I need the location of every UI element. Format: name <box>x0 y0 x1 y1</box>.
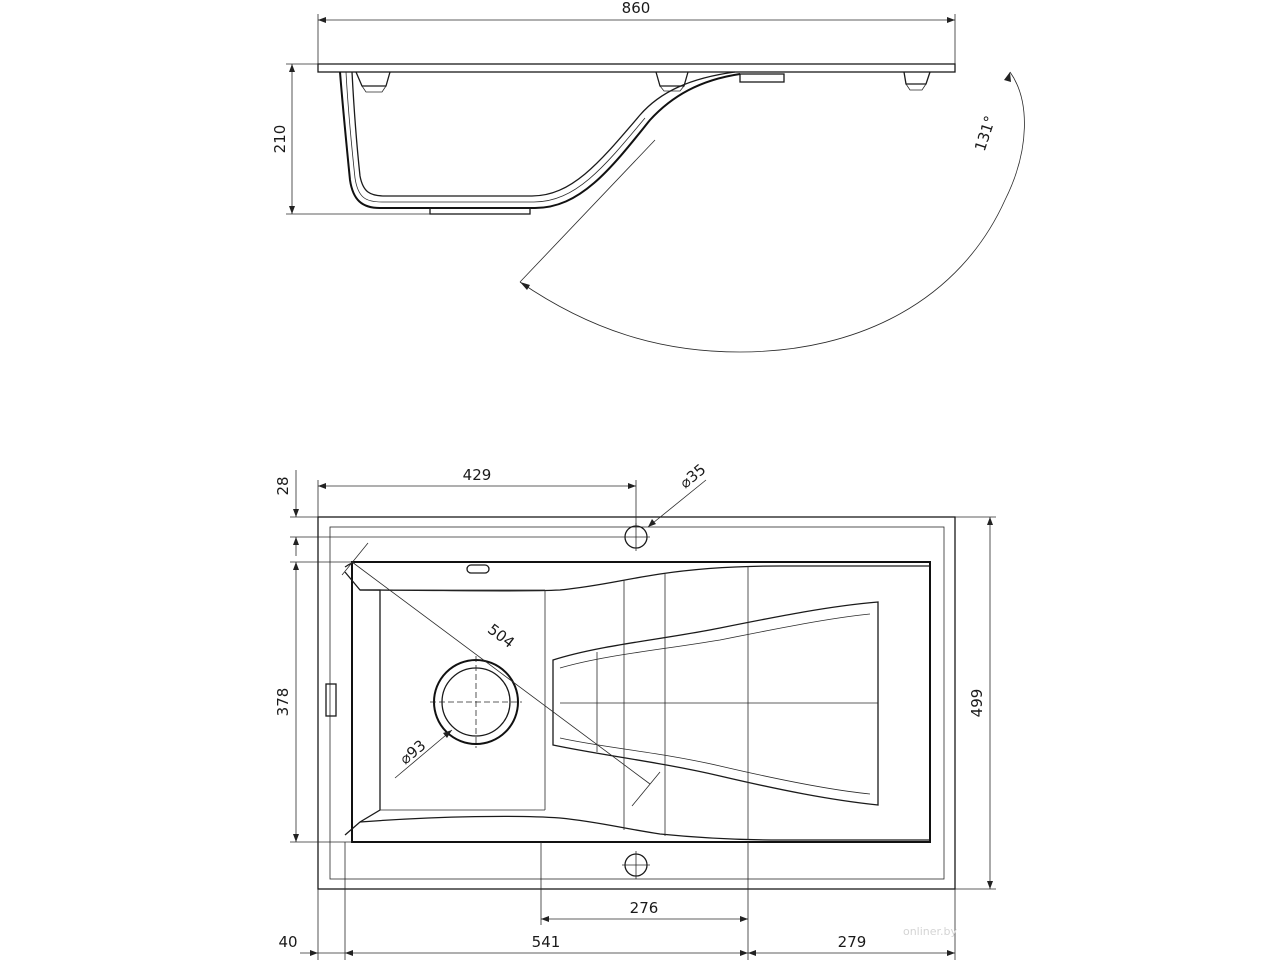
overflow-hole <box>466 564 490 574</box>
dim-429-label: 429 <box>463 466 492 484</box>
sink-outline <box>317 516 956 890</box>
side-view: 860 210 131° <box>271 0 1025 353</box>
diagonal-504-label: 504 <box>484 620 518 652</box>
dim-279-label: 279 <box>838 933 867 951</box>
top-view: ⌀93 504 429 ⌀35 28 378 <box>274 460 996 960</box>
angle-131-label: 131° <box>971 113 999 153</box>
mounting-clip <box>355 71 391 87</box>
angle-reference-line <box>519 139 656 283</box>
dim-40-label: 40 <box>278 933 297 951</box>
dim-276-label: 276 <box>630 899 659 917</box>
bowl-profile-outer <box>339 71 741 209</box>
bowl-wall-left <box>344 571 381 836</box>
overflow-slot <box>325 683 337 717</box>
drain-outlet <box>429 207 531 215</box>
dim-541-label: 541 <box>532 933 561 951</box>
diagonal-dimension-line <box>351 561 651 785</box>
mounting-clip <box>903 71 931 85</box>
overflow-fitting <box>739 73 785 83</box>
hole-diameter-label: ⌀35 <box>676 460 709 492</box>
mounting-clip <box>655 71 689 87</box>
bowl-profile-inner <box>351 71 736 197</box>
watermark: onliner.by <box>903 925 958 938</box>
sink-rim-section <box>317 63 956 73</box>
dim-499-label: 499 <box>968 689 986 718</box>
dim-210-label: 210 <box>271 125 289 154</box>
bowl-recess <box>351 561 931 843</box>
drain-diameter-label: ⌀93 <box>396 736 429 768</box>
dim-378-label: 378 <box>274 688 292 717</box>
dim-28-label: 28 <box>274 476 292 495</box>
drainer-tray <box>552 601 879 806</box>
angle-arc <box>519 71 1025 353</box>
dim-860-label: 860 <box>622 0 651 17</box>
